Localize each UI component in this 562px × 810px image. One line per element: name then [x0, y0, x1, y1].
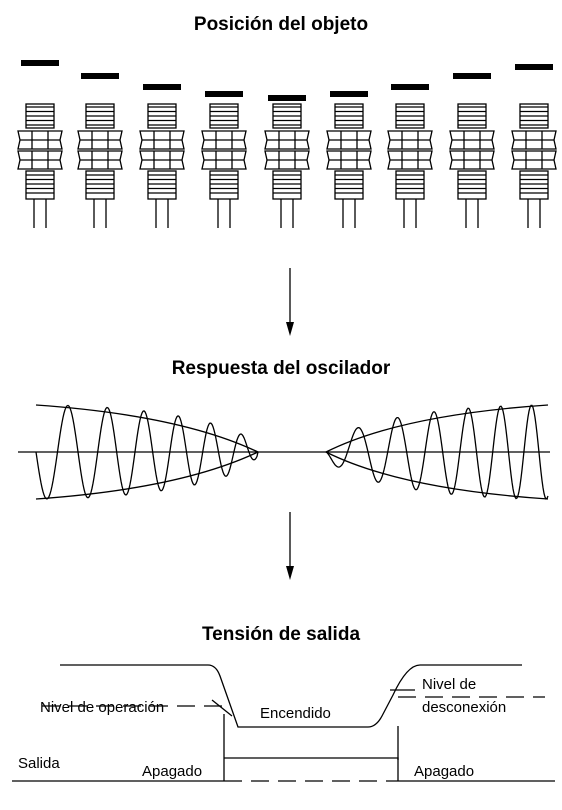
proximity-sensor [511, 103, 557, 228]
right-oscillation [325, 404, 549, 500]
oscillator-waveform [18, 404, 550, 500]
proximity-sensor [17, 103, 63, 228]
target-object-bar [21, 60, 59, 66]
proximity-sensor [387, 103, 433, 228]
target-object-bar [268, 95, 306, 101]
output-voltage-title: Tensión de salida [202, 624, 360, 645]
target-object-bar [143, 84, 181, 90]
proximity-sensor [264, 103, 310, 228]
signal-curve [60, 664, 522, 728]
release-level-label-line2: desconexión [422, 699, 506, 716]
proximity-sensor [139, 103, 185, 228]
target-object-bar [515, 64, 553, 70]
object-position-title: Posición del objeto [194, 14, 368, 35]
flow-arrow-2 [286, 512, 294, 580]
proximity-sensor [326, 103, 372, 228]
oscillator-response-title: Respuesta del oscilador [172, 358, 391, 379]
proximity-sensor [77, 103, 123, 228]
off-state-right-label: Apagado [414, 763, 474, 780]
proximity-sensor [201, 103, 247, 228]
off-state-left-label: Apagado [142, 763, 202, 780]
target-object-bars [21, 60, 553, 101]
target-object-bar [205, 91, 243, 97]
proximity-sensor [449, 103, 495, 228]
target-object-bar [453, 73, 491, 79]
on-state-label: Encendido [260, 705, 331, 722]
left-oscillation [35, 404, 259, 500]
output-label: Salida [18, 755, 60, 772]
release-level-label-line1: Nivel de [422, 676, 476, 693]
target-object-bar [330, 91, 368, 97]
operate-level-tick [211, 699, 233, 717]
target-object-bar [391, 84, 429, 90]
proximity-sensors [17, 103, 557, 228]
flow-arrow-1 [286, 268, 294, 336]
output-voltage-plot: Nivel de operación Encendido Nivel de de… [12, 664, 555, 782]
target-object-bar [81, 73, 119, 79]
operate-level-label: Nivel de operación [40, 699, 164, 716]
output-on-level [224, 757, 399, 781]
